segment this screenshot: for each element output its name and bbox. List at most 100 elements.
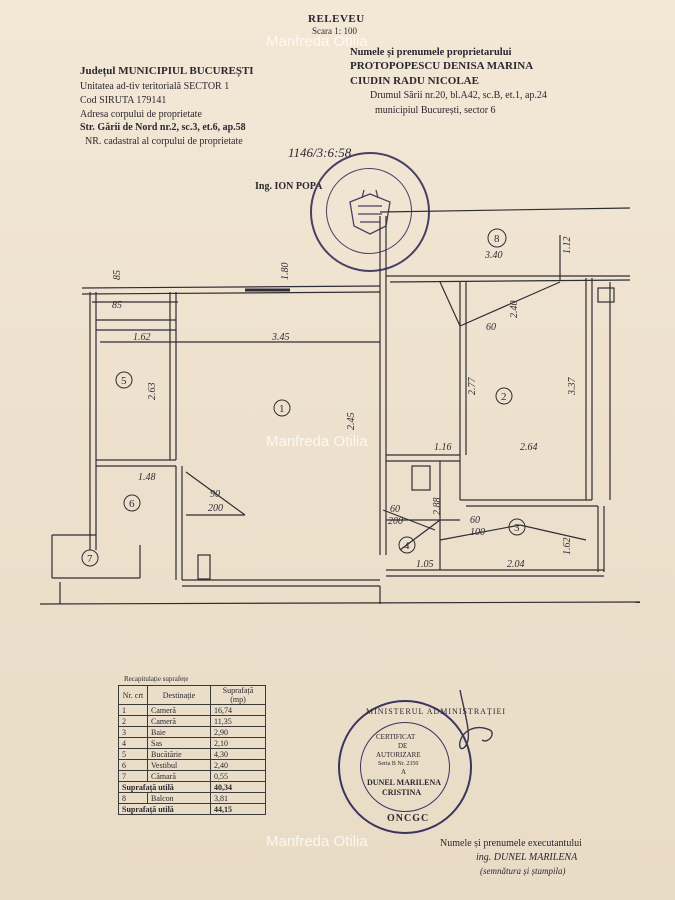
owner-address-2: municipiul București, sector 6: [375, 105, 496, 116]
table-cell: Sas: [147, 737, 211, 749]
dim-label: 60: [470, 515, 480, 526]
stamp-ring-bottom: ONCGC: [387, 813, 430, 824]
stamp-line: Seria B Nr. 2350: [378, 761, 419, 767]
signature-icon: [458, 689, 493, 750]
recap-title: Recapitulație suprafețe: [124, 675, 189, 683]
table-cell: 1: [118, 704, 148, 716]
watermark-text: Manfreda Otilia: [266, 433, 368, 450]
dim-label: 3.40: [484, 250, 503, 261]
dim-label: 2.45: [346, 413, 357, 431]
cadastral-caption: NR. cadastral al corpului de proprietate: [85, 136, 243, 147]
owner-1: PROTOPOPESCU DENISA MARINA: [350, 60, 534, 72]
table-cell: 5: [118, 748, 148, 760]
dim-label: 3.45: [271, 332, 290, 343]
table-cell: Baie: [147, 726, 211, 738]
table-header-row: Nr. crt Destinație Suprafață (mp): [118, 685, 266, 705]
address-caption: Adresa corpului de proprietate: [80, 109, 202, 120]
owner-caption: Numele și prenumele proprietarului: [350, 47, 512, 58]
dim-label: 200: [208, 503, 223, 514]
table-cell: Vestibul: [147, 759, 211, 771]
address-value: Str. Gării de Nord nr.2, sc.3, et.6, ap.…: [80, 122, 246, 133]
dim-label: 1.62: [133, 332, 151, 343]
cadastral-number: 1146/3:6:58: [288, 145, 352, 160]
subtotal-label: Suprafață utilă: [118, 781, 211, 793]
dim-label: 200: [388, 516, 403, 527]
table-cell: 4: [118, 737, 148, 749]
dim-label: 60: [390, 504, 400, 515]
stamp-ring-top: MINISTERUL ADMINISTRAȚIEI: [366, 707, 507, 716]
county-label: Județul MUNICIPIUL BUCUREȘTI: [80, 65, 254, 77]
table-cell: 7: [118, 770, 148, 782]
table-cell: Cameră: [147, 715, 211, 727]
executor-signature-note: (semnătura și ștampila): [480, 866, 566, 876]
table-cell: 3: [118, 726, 148, 738]
room-number: 2: [501, 391, 507, 403]
dim-label: 60: [486, 322, 496, 333]
dim-label: 85: [112, 270, 123, 280]
room-number: 8: [494, 233, 500, 245]
dim-label: 1.05: [416, 559, 434, 570]
table-cell: 8: [118, 792, 148, 804]
owner-address-1: Drumul Sării nr.20, bl.A42, sc.B, et.1, …: [370, 90, 547, 101]
room-number: 1: [279, 403, 285, 415]
executor-caption: Numele și prenumele executantului: [440, 838, 582, 849]
room-number: 4: [404, 540, 410, 552]
table-cell: 16,74: [210, 704, 266, 716]
total-value: 44,15: [210, 803, 266, 815]
room-number: 5: [121, 375, 127, 387]
table-cell: 2,40: [210, 759, 266, 771]
stamp-line: CRISTINA: [382, 788, 422, 797]
table-cell: 2,90: [210, 726, 266, 738]
table-cell: Cămară: [147, 770, 211, 782]
room-number: 7: [87, 553, 93, 565]
dim-label: 2.40: [509, 301, 520, 319]
dim-label: 2.04: [507, 559, 525, 570]
dim-label: 3.37: [567, 377, 578, 397]
dim-label: 90: [210, 489, 220, 500]
floor-plan: 85 1.62 1.80 3.45 3.40 1.12 2.40 60 3.37…: [39, 207, 641, 605]
admin-unit-label: Unitatea ad-tiv teritorială SECTOR 1: [80, 81, 230, 92]
dim-label: 85: [112, 300, 122, 311]
total-label: Suprafață utilă: [118, 803, 211, 815]
dim-label: 2.77: [467, 377, 478, 396]
dim-label: 1.12: [562, 237, 573, 255]
stamp-line: DUNEL MARILENA: [367, 778, 442, 787]
table-cell: Cameră: [147, 704, 211, 716]
scale-label: Scara 1: 100: [312, 26, 357, 36]
document-title: RELEVEU: [308, 13, 365, 25]
owner-2: CIUDIN RADU NICOLAE: [350, 75, 479, 87]
siruta-label: Cod SIRUTA 179141: [80, 95, 167, 106]
stamp-line: A: [401, 768, 407, 776]
table-cell: 4,30: [210, 748, 266, 760]
table-cell: 0,55: [210, 770, 266, 782]
dim-label: 2.64: [520, 442, 538, 453]
table-cell: Balcon: [147, 792, 211, 804]
table-cell: 2: [118, 715, 148, 727]
table-cell: Bucătărie: [147, 748, 211, 760]
watermark-text: Manfreda Otilia: [266, 33, 368, 50]
table-cell: 6: [118, 759, 148, 771]
column-header: Destinație: [147, 685, 211, 705]
dim-label: 2.88: [432, 498, 443, 516]
stamp-line: DE: [398, 742, 408, 750]
watermark-text: Manfreda Otilia: [266, 833, 368, 850]
stamp-line: CERTIFICAT: [376, 733, 416, 741]
room-number: 6: [129, 498, 135, 510]
authorization-stamp: MINISTERUL ADMINISTRAȚIEI CERTIFICAT DE …: [338, 700, 505, 834]
table-cell: 11,35: [210, 715, 266, 727]
dim-label: 1.16: [434, 442, 452, 453]
dim-label: 1.62: [562, 538, 573, 556]
engineer-name: Ing. ION POPA: [255, 181, 323, 192]
column-header: Suprafață (mp): [210, 685, 266, 705]
